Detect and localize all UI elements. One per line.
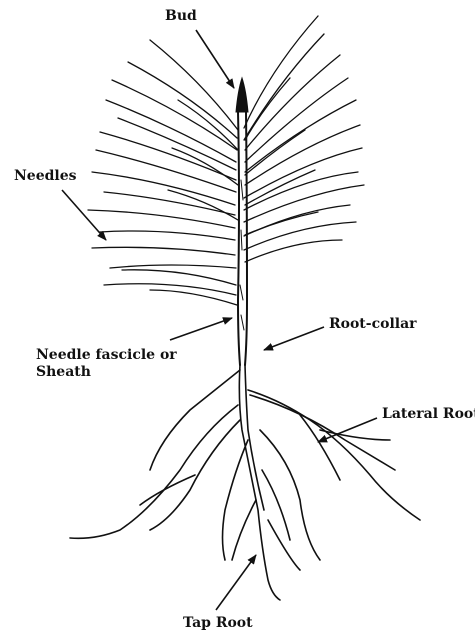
fascicle-arrow [170, 318, 232, 340]
needles [88, 16, 364, 305]
bud [236, 78, 248, 112]
label-needle-fascicle-line2: Sheath [36, 364, 177, 381]
needles-arrow [62, 190, 106, 240]
label-root-collar: Root-collar [329, 316, 417, 333]
roots [70, 365, 420, 600]
label-needles: Needles [14, 168, 77, 185]
label-needle-fascicle-line1: Needle fascicle or [36, 347, 177, 364]
label-bud: Bud [165, 8, 197, 25]
label-lateral-root: Lateral Root [382, 406, 475, 423]
root-collar-arrow [264, 327, 324, 350]
stem [238, 112, 247, 365]
bud-arrow [196, 30, 234, 88]
tap-root-arrow [216, 555, 256, 610]
label-tap-root: Tap Root [183, 615, 253, 632]
label-needle-fascicle: Needle fascicle or Sheath [36, 347, 177, 381]
